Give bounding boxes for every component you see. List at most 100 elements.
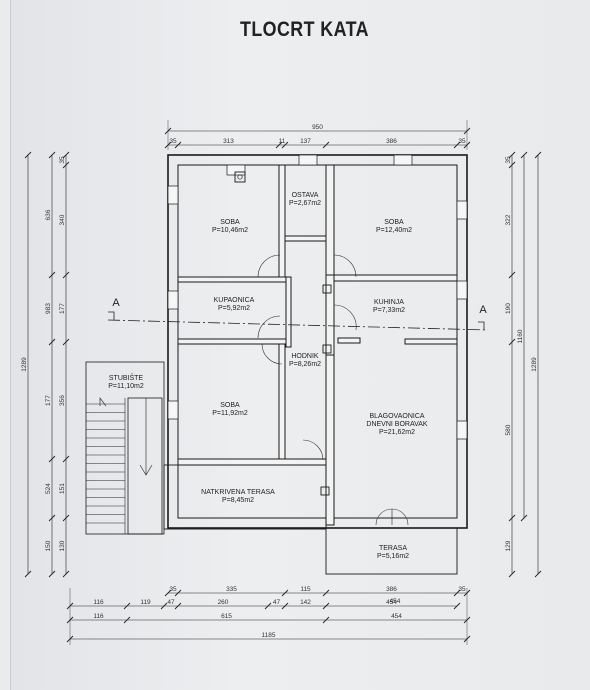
dim-right-2-tick-0 xyxy=(520,151,528,159)
dim-bottom-2-label-4: 47 xyxy=(273,599,281,606)
dim-right-1-label-1: 322 xyxy=(505,214,512,225)
chimney-square xyxy=(234,171,246,183)
wall-kuhinja-stub xyxy=(337,337,361,344)
dim-top-chain-tick-5 xyxy=(453,141,461,149)
dim-right-1-label-0: 35 xyxy=(505,156,512,164)
dim-bottom-1-tick-0 xyxy=(164,589,172,597)
dim-bottom-total-label-0: 1185 xyxy=(262,632,276,639)
dim-bottom-2-tick-6 xyxy=(322,602,330,610)
dim-right-1-tick-5 xyxy=(508,570,516,578)
dim-bottom-1-tick-4 xyxy=(453,589,461,597)
dim-bottom-2-label-3: 260 xyxy=(218,599,229,606)
wall-ostava-right xyxy=(325,164,335,276)
dim-bottom-3-label-0: 116 xyxy=(93,613,104,620)
dim-top-total-label-0: 950 xyxy=(312,124,323,131)
room-label-8: BLAGOVAONICA xyxy=(369,413,424,420)
window-top-0 xyxy=(226,164,246,176)
room-area-2: P=12,40m2 xyxy=(376,227,412,234)
wall-kuhinja-bottom xyxy=(404,338,458,345)
section-marker-right: A xyxy=(479,304,487,316)
dim-bottom-1-tick-2 xyxy=(281,589,289,597)
dim-bottom-2-extra: 454 xyxy=(390,598,401,605)
dim-right-2-label-0: 1160 xyxy=(517,329,524,343)
dim-bottom-1-label-3: 386 xyxy=(386,586,397,593)
wall-boravak-left xyxy=(325,354,335,526)
dim-right-1-label-3: 580 xyxy=(505,424,512,435)
dim-left-1-tick-3 xyxy=(62,338,70,346)
room-label-3: KUPAONICA xyxy=(214,297,255,304)
dim-top-chain-tick-2 xyxy=(275,141,283,149)
dim-bottom-2-label-5: 142 xyxy=(300,599,311,606)
dim-left-2-tick-2 xyxy=(48,338,56,346)
dim-left-1-label-5: 130 xyxy=(59,540,66,551)
dim-left-1-tick-2 xyxy=(62,271,70,279)
window-left-1 xyxy=(167,290,179,310)
wall-hodnik-right xyxy=(325,274,335,356)
dim-top-chain-label-1: 313 xyxy=(223,138,234,145)
dim-left-1-label-1: 340 xyxy=(59,214,66,225)
dim-bottom-3-tick-2 xyxy=(322,616,330,624)
door-soba3 xyxy=(261,343,283,365)
door-boravak-right xyxy=(391,508,409,526)
outer-wall-outline xyxy=(167,154,468,529)
wall-ostava-bottom xyxy=(284,235,327,242)
door-boravak-left xyxy=(375,508,393,526)
dim-left-2-label-3: 524 xyxy=(45,483,52,494)
room-area-8: P=21,62m2 xyxy=(379,429,415,436)
dim-bottom-1-label-0: 35 xyxy=(169,586,177,593)
room-label-1: OSTAVA xyxy=(292,192,319,199)
window-top-1 xyxy=(298,154,318,166)
dim-right-1-tick-1 xyxy=(508,161,516,169)
dim-left-2-tick-3 xyxy=(48,455,56,463)
stair-arrow xyxy=(99,396,107,407)
dim-bottom-2-tick-2 xyxy=(160,602,168,610)
dim-left-2-tick-5 xyxy=(48,570,56,578)
dim-left-1-label-0: 35 xyxy=(59,156,66,164)
wall-soba2-right xyxy=(278,343,286,460)
window-right-0 xyxy=(456,200,468,220)
dim-bottom-2-tick-1 xyxy=(123,602,131,610)
exterior-terrace xyxy=(325,527,458,575)
dim-left-2-tick-0 xyxy=(48,151,56,159)
dim-right-2-tick-1 xyxy=(520,514,528,522)
room-area-1: P=2,67m2 xyxy=(289,200,321,207)
room-area-0: P=10,46m2 xyxy=(212,227,248,234)
dim-top-chain-label-0: 35 xyxy=(169,138,177,145)
door-soba2 xyxy=(333,254,357,278)
dim-top-chain-tick-4 xyxy=(322,141,330,149)
duct-square-2 xyxy=(322,344,332,354)
window-top-2 xyxy=(393,154,413,166)
dim-bottom-1-tick-3 xyxy=(322,589,330,597)
window-left-0 xyxy=(167,185,179,205)
duct-square-1 xyxy=(322,284,332,294)
room-area-7: P=11,92m2 xyxy=(212,410,248,417)
dim-bottom-1-label-1: 335 xyxy=(226,586,237,593)
room-label-10: TERASA xyxy=(379,545,407,552)
room-area-3: P=5,92m2 xyxy=(218,305,250,312)
dim-left-1-label-3: 356 xyxy=(59,395,66,406)
dim-bottom-2-label-0: 116 xyxy=(93,599,104,606)
room-label-8: DNEVNI BORAVAK xyxy=(366,421,428,428)
door-soba1 xyxy=(257,254,281,278)
wall-soba1-right xyxy=(278,164,286,278)
stair-wall xyxy=(127,397,163,535)
duct-square-3 xyxy=(320,486,330,496)
dim-bottom-2-tick-3 xyxy=(174,602,182,610)
dim-right-total-tick-0 xyxy=(534,151,542,159)
chimney-circle xyxy=(237,174,243,180)
room-label-5: HODNIK xyxy=(291,353,319,360)
section-arrow-right xyxy=(478,321,485,330)
dim-left-2-label-0: 636 xyxy=(45,209,52,220)
dim-right-1-tick-0 xyxy=(508,151,516,159)
dim-bottom-1-tick-1 xyxy=(174,589,182,597)
dim-bottom-3-tick-1 xyxy=(123,616,131,624)
dim-bottom-3-label-1: 615 xyxy=(221,613,232,620)
dim-left-total-tick-0 xyxy=(24,151,32,159)
window-left-2 xyxy=(167,400,179,420)
dim-bottom-2-tick-5 xyxy=(281,602,289,610)
section-arrow-left xyxy=(108,311,115,320)
dim-bottom-2-label-2: 47 xyxy=(167,599,175,606)
room-area-6: P=11,10m2 xyxy=(108,383,144,390)
dim-bottom-2-label-6: 454 xyxy=(386,599,397,606)
room-label-4: KUHINJA xyxy=(374,299,404,306)
